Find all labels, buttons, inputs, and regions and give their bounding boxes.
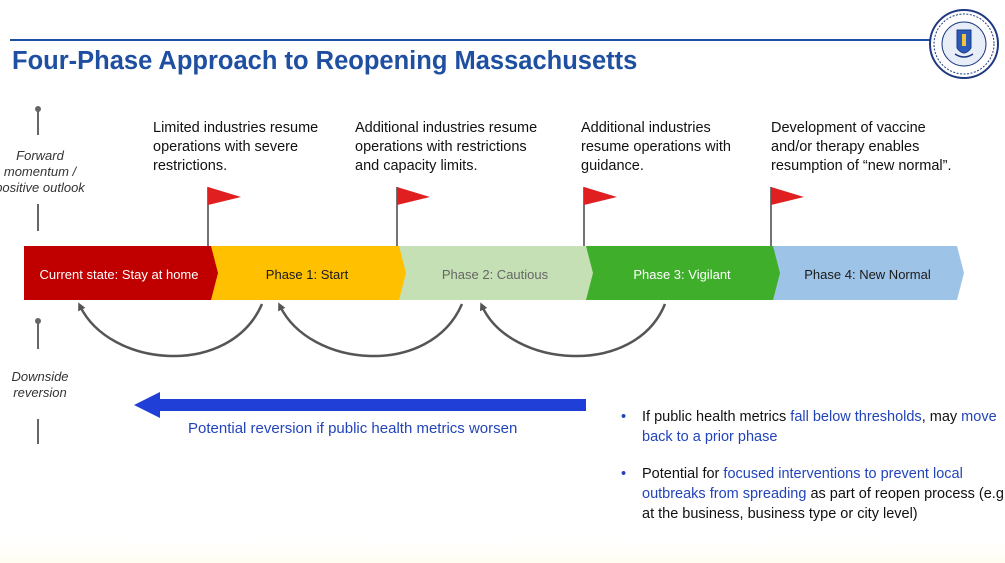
phase-1-label: Phase 1: Start bbox=[265, 267, 349, 282]
bullet-dot-icon: • bbox=[621, 409, 627, 425]
massachusetts-seal-icon bbox=[929, 9, 999, 79]
reversion-arrow bbox=[134, 392, 586, 418]
phase-3-description: Additional industries resume operations … bbox=[581, 120, 731, 174]
phase-chevron-1 bbox=[210, 246, 406, 300]
reversion-curve-1 bbox=[78, 302, 264, 358]
phase-current-label: Current state: Stay at home bbox=[39, 267, 199, 282]
reversion-curves bbox=[78, 302, 667, 358]
phase-4-label: Phase 4: New Normal bbox=[804, 267, 931, 282]
vertical-axis bbox=[35, 106, 41, 444]
bullet-metrics: • If public health metrics fall below th… bbox=[621, 409, 997, 445]
phase-4-description: Development of vaccine and/or therapy en… bbox=[771, 120, 952, 174]
bottom-band bbox=[0, 540, 1005, 563]
top-rule bbox=[10, 39, 940, 41]
phase-chevron-4 bbox=[772, 246, 964, 300]
flag-icon bbox=[583, 187, 617, 247]
phase-chevron-3 bbox=[585, 246, 780, 300]
flag-icon bbox=[207, 187, 241, 247]
phase-chevron-0 bbox=[24, 246, 218, 300]
page-title: Four-Phase Approach to Reopening Massach… bbox=[12, 47, 638, 75]
flag-icon bbox=[396, 187, 430, 247]
reversion-label: Potential reversion if public health met… bbox=[188, 420, 518, 437]
flag-icon bbox=[770, 187, 804, 247]
bullet-interventions: • Potential for focused interventions to… bbox=[621, 466, 1005, 522]
phase-3-label: Phase 3: Vigilant bbox=[633, 267, 731, 282]
phase-2-description: Additional industries resume operations … bbox=[355, 120, 538, 174]
phase-1-description: Limited industries resume operations wit… bbox=[153, 120, 319, 174]
bullet-dot-icon: • bbox=[621, 466, 627, 482]
phase-2-label: Phase 2: Cautious bbox=[441, 267, 549, 282]
downside-reversion-label: Downside reversion bbox=[11, 369, 69, 400]
reversion-curve-2 bbox=[278, 302, 464, 358]
forward-momentum-label: Forward momentum / positive outlook bbox=[0, 148, 85, 195]
phase-chevrons bbox=[24, 246, 964, 300]
reversion-curve-3 bbox=[480, 302, 667, 358]
phase-chevron-2 bbox=[398, 246, 593, 300]
